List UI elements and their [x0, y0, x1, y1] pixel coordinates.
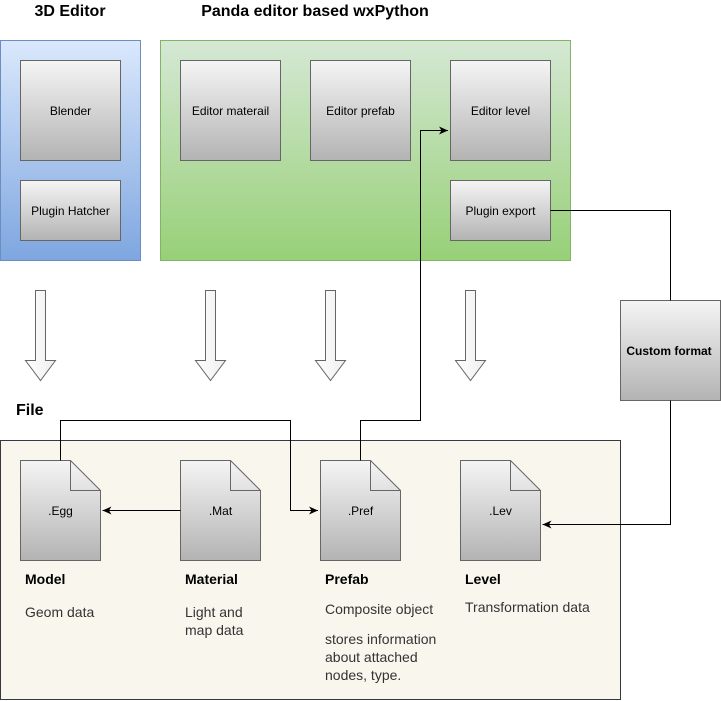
box-custom-format-label: Custom format: [626, 344, 711, 358]
box-editor-material[interactable]: Editor materail: [180, 60, 281, 161]
box-editor-level[interactable]: Editor level: [450, 60, 551, 161]
file-prefab-extra-line: about attached: [325, 649, 418, 665]
file-pref-ext: .Pref: [348, 504, 374, 518]
file-level-desc-line: Transformation data: [465, 599, 590, 615]
file-prefab-title: Prefab: [325, 571, 369, 587]
box-plugin-export-label: Plugin export: [465, 204, 536, 218]
down-arrow-4-icon: [454, 290, 487, 382]
document-egg-icon: [20, 460, 101, 561]
box-editor-level-label: Editor level: [471, 104, 530, 118]
document-pref-icon: [320, 460, 401, 561]
document-mat-icon: [180, 460, 261, 561]
box-blender[interactable]: Blender: [20, 60, 121, 161]
box-editor-material-label: Editor materail: [192, 104, 269, 118]
file-prefab-desc-line: Composite object: [325, 601, 433, 617]
file-material-desc-line: Light and: [185, 604, 243, 620]
document-lev-icon: [460, 460, 541, 561]
file-lev[interactable]: .Lev: [460, 460, 541, 561]
heading-panda-editor: Panda editor based wxPython: [201, 3, 429, 20]
file-material-title: Material: [185, 571, 238, 587]
file-lev-ext: .Lev: [489, 504, 512, 518]
file-model-title: Model: [25, 571, 65, 587]
file-level-title: Level: [465, 571, 501, 587]
box-plugin-hatcher-label: Plugin Hatcher: [31, 204, 110, 218]
heading-file: File: [16, 402, 44, 419]
file-prefab-extra-line: stores information: [325, 631, 436, 647]
connector-custom-format-to-lev: [542, 400, 671, 529]
down-arrow-3-icon: [314, 290, 347, 382]
file-mat-ext: .Mat: [209, 504, 233, 518]
box-plugin-hatcher[interactable]: Plugin Hatcher: [20, 180, 121, 241]
down-arrow-2-icon: [194, 290, 227, 382]
box-editor-prefab[interactable]: Editor prefab: [310, 60, 411, 161]
file-pref[interactable]: .Pref: [320, 460, 401, 561]
file-mat[interactable]: .Mat: [180, 460, 261, 561]
connector-egg-to-pref: [60, 420, 318, 515]
box-editor-prefab-label: Editor prefab: [326, 104, 395, 118]
heading-3d-editor: 3D Editor: [34, 3, 105, 20]
connector-pref-to-editor-level: [360, 126, 448, 461]
connector-plugin-export-to-custom-format: [550, 210, 671, 301]
box-plugin-export[interactable]: Plugin export: [450, 180, 551, 241]
box-custom-format[interactable]: Custom format: [620, 300, 721, 401]
down-arrow-1-icon: [24, 290, 57, 382]
file-egg-ext: .Egg: [48, 504, 73, 518]
file-model-desc-line: Geom data: [25, 604, 94, 620]
file-egg[interactable]: .Egg: [20, 460, 101, 561]
box-blender-label: Blender: [50, 104, 91, 118]
file-material-desc-line: map data: [185, 622, 244, 638]
file-prefab-extra-line: nodes, type.: [325, 667, 401, 683]
